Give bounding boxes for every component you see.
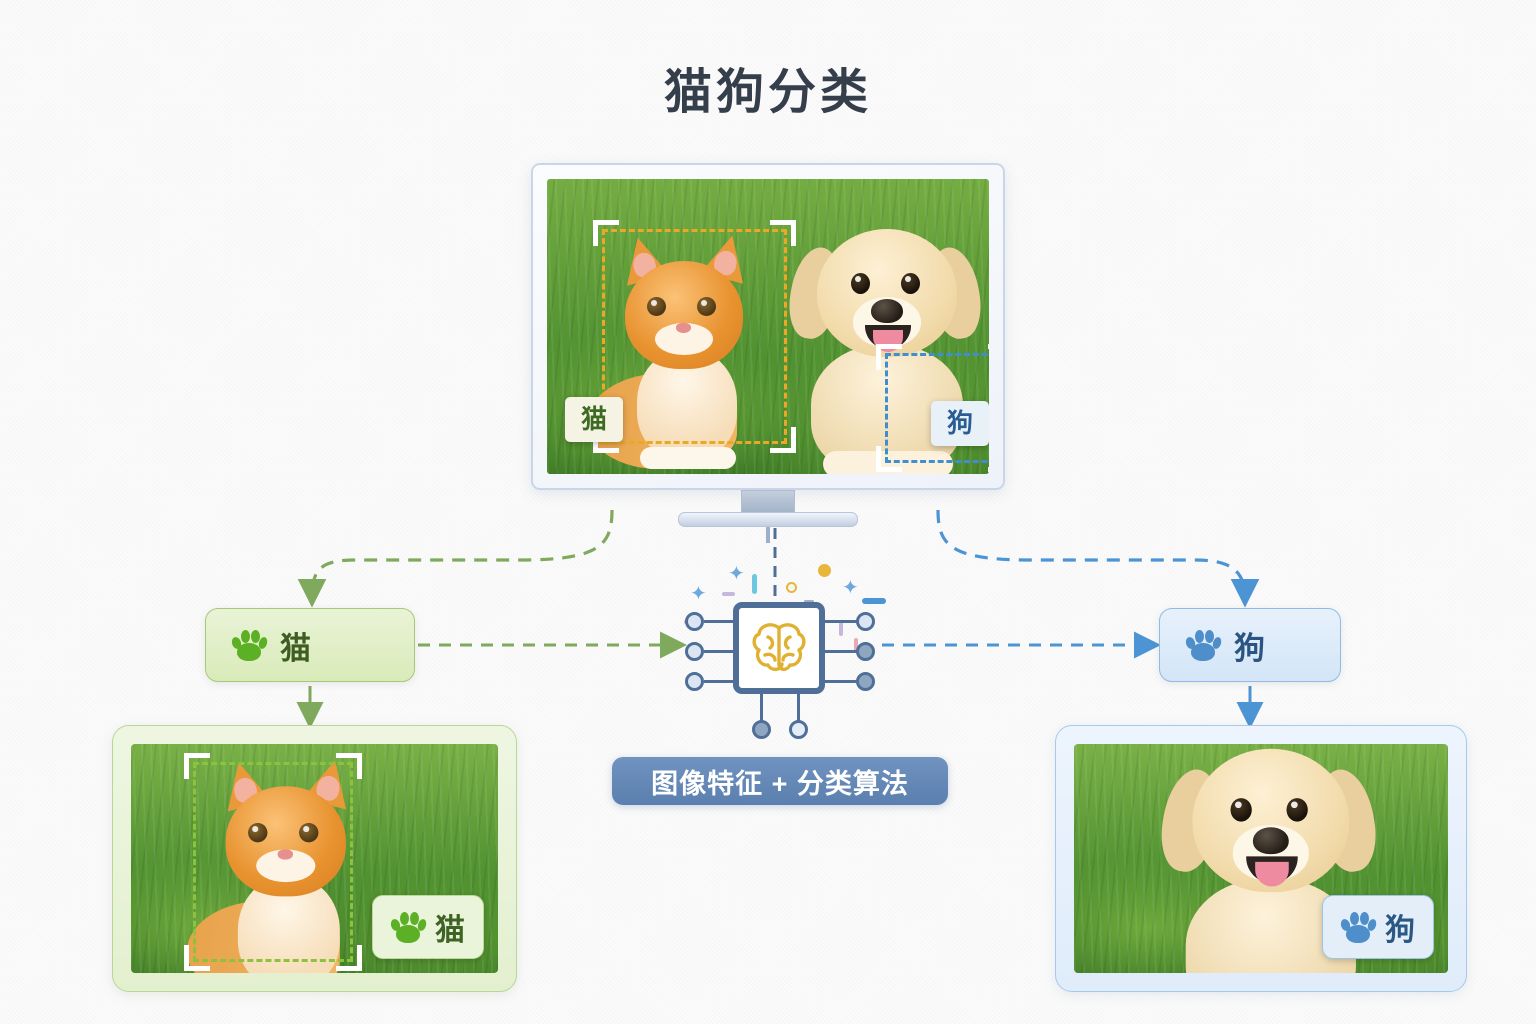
detection-box-cat [593, 220, 796, 453]
chip-pin [856, 612, 875, 631]
dog-result-photo: 狗 [1074, 744, 1448, 973]
cat-result-photo: 猫 [131, 744, 498, 973]
result-label-dog: 狗 [1322, 895, 1434, 959]
sparkle-icon: ✦ [690, 583, 707, 605]
result-label-cat-text: 猫 [435, 914, 465, 947]
badge-cat-label: 猫 [280, 630, 311, 666]
result-card-cat[interactable]: 猫 [112, 725, 517, 992]
chip-pin [856, 672, 875, 691]
badge-dog-label: 狗 [1234, 630, 1265, 666]
bar-decoration [862, 598, 886, 604]
paw-icon [389, 911, 428, 943]
display-monitor: 猫 狗 [531, 163, 1005, 490]
bar-decoration [752, 574, 757, 594]
monitor-stand-post [766, 527, 770, 543]
chip-pin [685, 612, 704, 631]
bar-decoration [839, 622, 843, 636]
chip-pin [856, 642, 875, 661]
ring-decoration [786, 582, 797, 593]
badge-dog[interactable]: 狗 [1159, 608, 1341, 682]
chip-body [733, 602, 825, 694]
bar-decoration [854, 638, 858, 652]
brain-icon [752, 623, 806, 672]
monitor-screen: 猫 狗 [547, 179, 989, 474]
ai-processor: ✦ ✦ ✦ [676, 560, 886, 740]
detection-box-dog [876, 344, 989, 472]
bar-decoration [804, 600, 814, 603]
dot-decoration [818, 564, 831, 577]
monitor-stand-base [678, 512, 858, 527]
detection-box-cat-result [184, 753, 362, 971]
cat-photo-subject [585, 223, 803, 474]
chip-pin [685, 642, 704, 661]
chip-pin [789, 720, 808, 739]
chip-pin [752, 720, 771, 739]
chip-pin [685, 672, 704, 691]
algorithm-caption: 图像特征 + 分类算法 [612, 757, 948, 805]
page-title: 猫狗分类 [663, 66, 872, 119]
sparkle-icon: ✦ [728, 563, 745, 585]
screen-label-dog: 狗 [931, 401, 989, 446]
result-label-cat: 猫 [372, 895, 484, 959]
paw-icon [230, 629, 269, 661]
sparkle-icon: ✦ [842, 577, 859, 599]
paw-icon [1184, 629, 1223, 661]
bar-decoration [722, 592, 735, 596]
result-label-dog-text: 狗 [1385, 914, 1415, 947]
monitor-stand-neck [741, 490, 795, 516]
badge-cat[interactable]: 猫 [205, 608, 415, 682]
paw-icon [1339, 911, 1378, 943]
screen-label-cat: 猫 [565, 397, 624, 442]
result-card-dog[interactable]: 狗 [1055, 725, 1467, 992]
